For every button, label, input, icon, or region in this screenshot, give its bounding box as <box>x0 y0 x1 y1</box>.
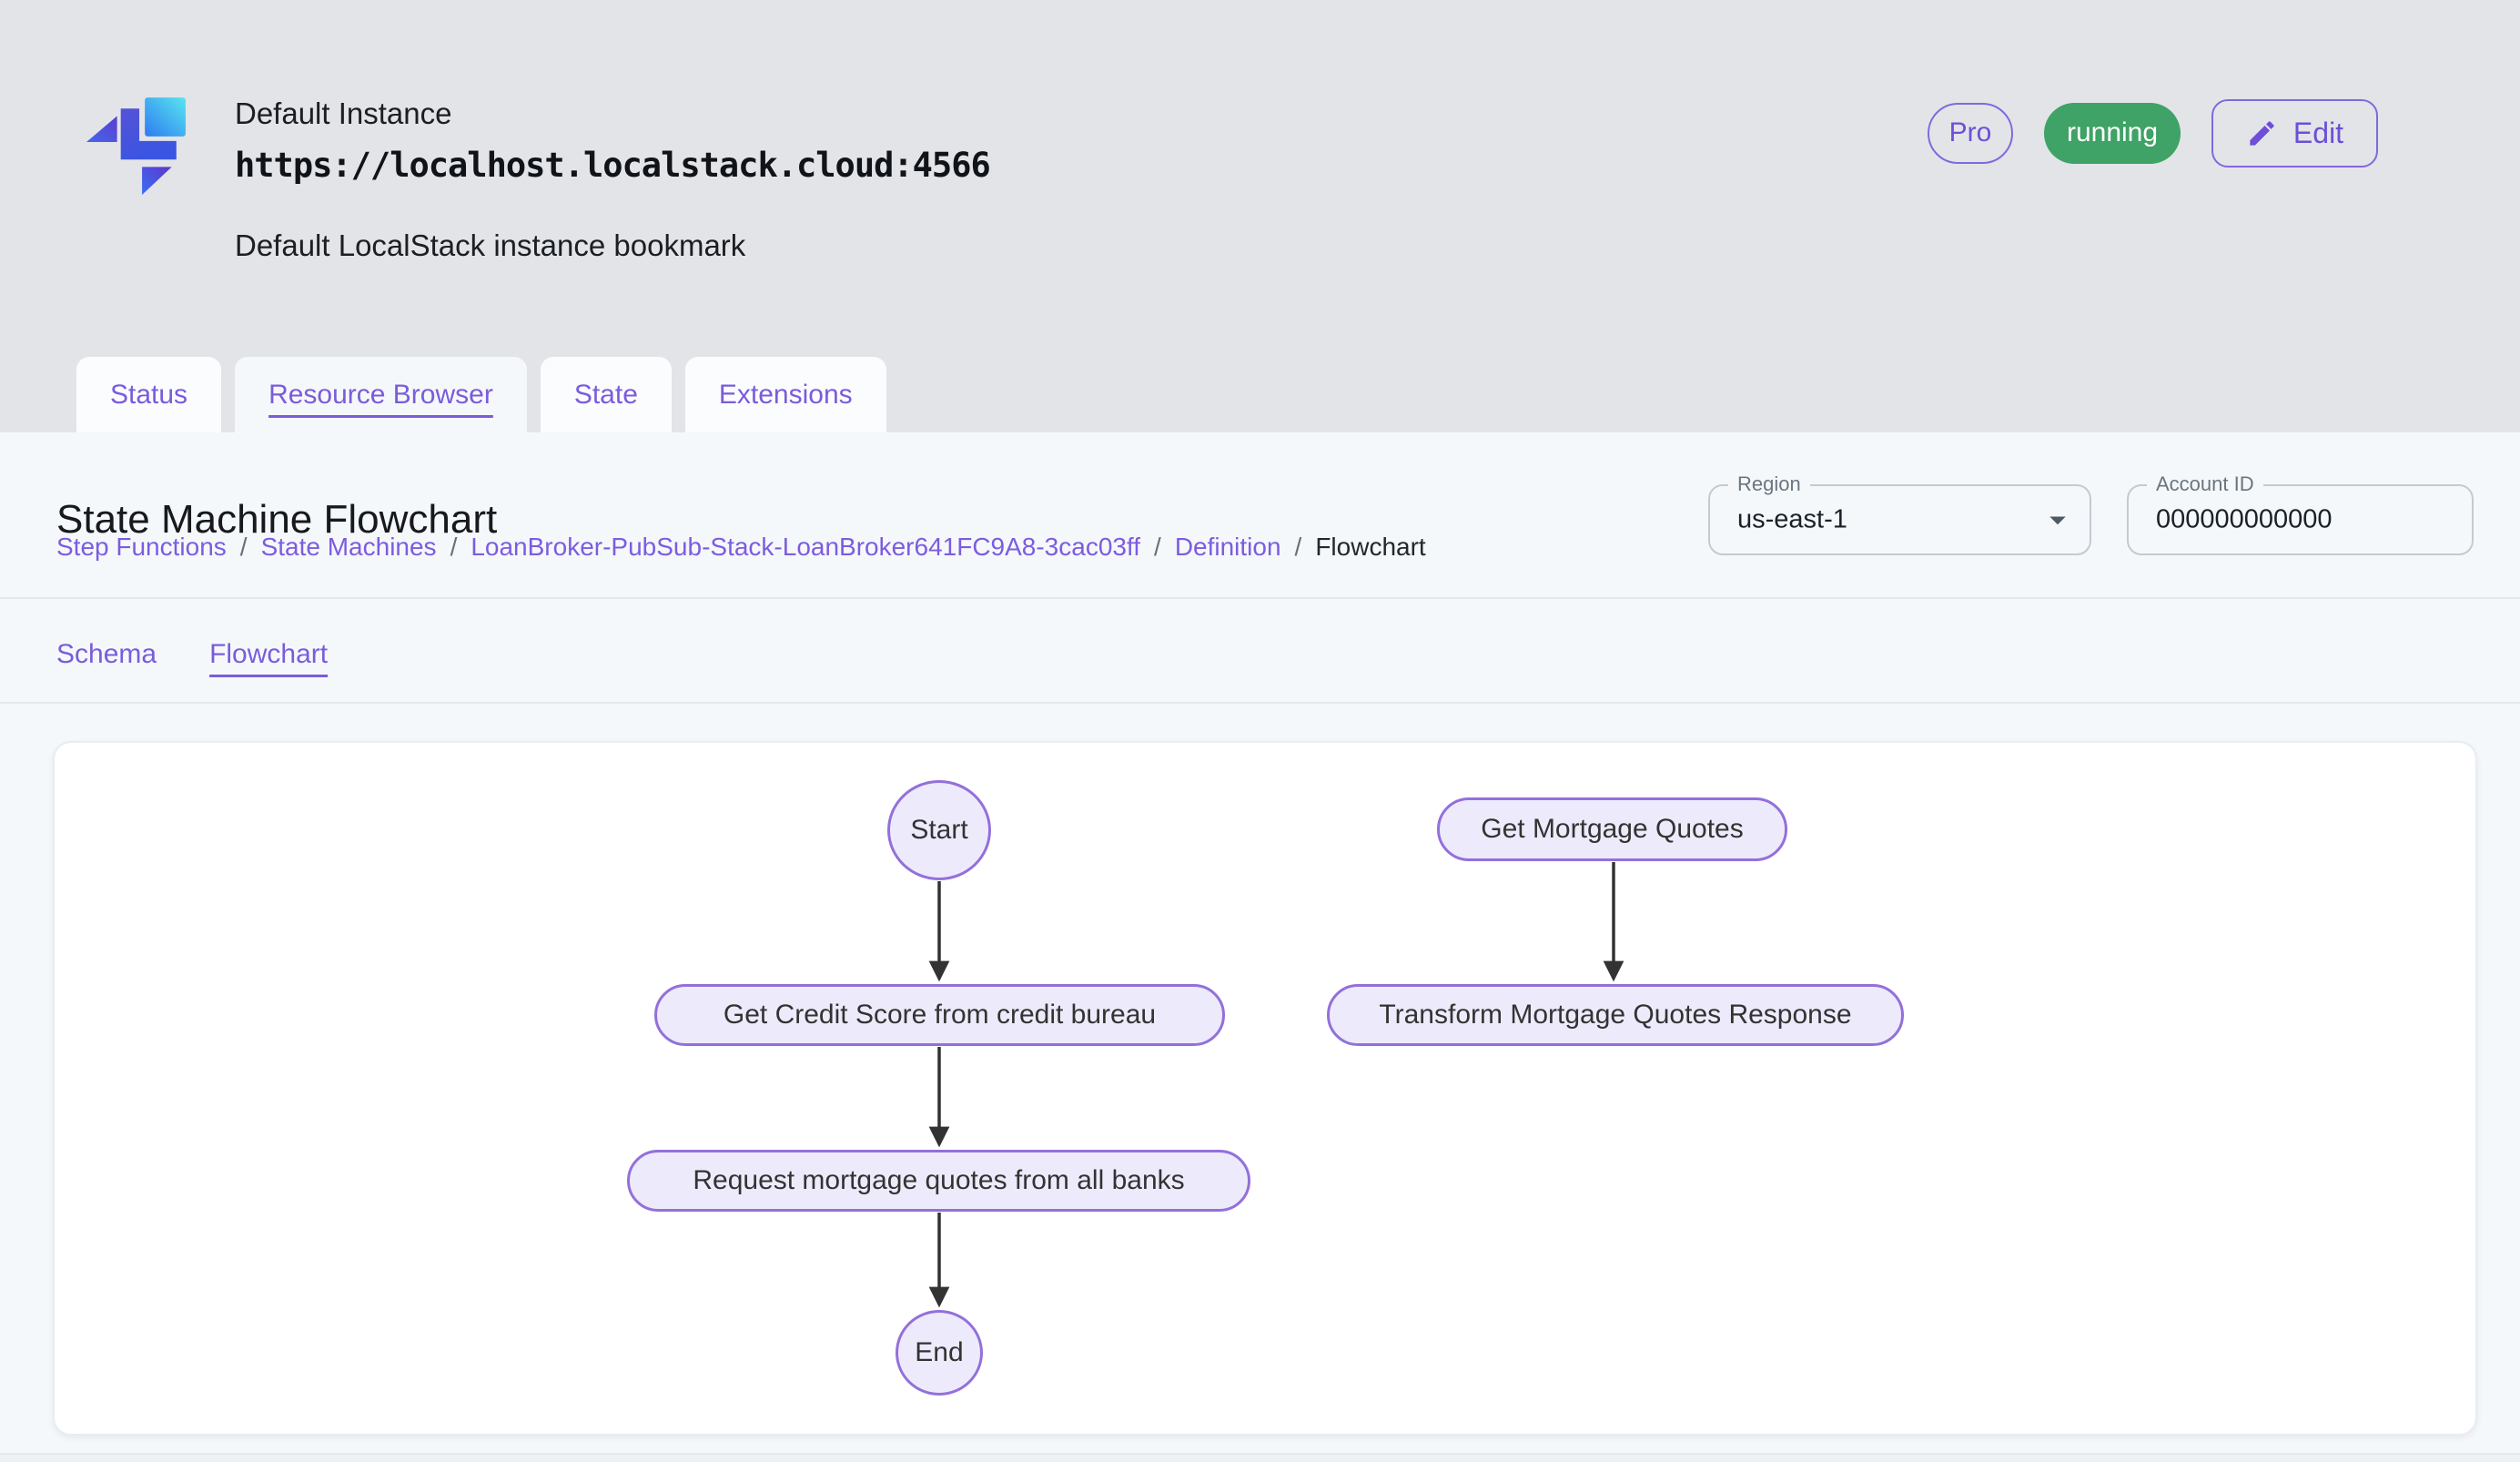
instance-name: Default Instance <box>235 96 452 130</box>
account-id-input[interactable]: Account ID 000000000000 <box>2127 472 2474 555</box>
page-title: State Machine Flowchart <box>56 497 498 543</box>
tab-extensions-label: Extensions <box>718 379 853 410</box>
subtab-flowchart[interactable]: Flowchart <box>209 639 329 669</box>
breadcrumb-current: Flowchart <box>1315 533 1426 561</box>
region-select-label: Region <box>1728 472 1810 496</box>
tab-resource-browser-label: Resource Browser <box>268 379 493 410</box>
account-id-value: 000000000000 <box>2156 504 2333 534</box>
breadcrumb-state-machine-id[interactable]: LoanBroker-PubSub-Stack-LoanBroker641FC9… <box>471 533 1141 561</box>
section-divider <box>0 702 2520 704</box>
breadcrumb-step-functions[interactable]: Step Functions <box>56 533 227 561</box>
breadcrumb: Step Functions / State Machines / LoanBr… <box>56 533 1426 562</box>
region-select[interactable]: Region us-east-1 <box>1708 472 2091 555</box>
flowchart-node-get-mortgage-quotes: Get Mortgage Quotes <box>1437 797 1787 861</box>
flowchart-canvas: Start Get Credit Score from credit burea… <box>53 741 2477 1436</box>
definition-subtabs: Schema Flowchart <box>56 639 328 670</box>
tab-resource-browser[interactable]: Resource Browser <box>235 357 527 432</box>
tab-status-label: Status <box>110 379 188 410</box>
next-section-edge <box>0 1453 2520 1462</box>
flowchart-edges <box>928 862 1624 1308</box>
breadcrumb-separator: / <box>450 533 458 561</box>
breadcrumb-definition[interactable]: Definition <box>1174 533 1281 561</box>
tab-state[interactable]: State <box>540 357 672 432</box>
tab-state-label: State <box>573 379 638 410</box>
instance-description: Default LocalStack instance bookmark <box>235 228 746 262</box>
flowchart-node-end: End <box>896 1310 983 1396</box>
main-tabs: Status Resource Browser State Extensions <box>76 357 886 432</box>
section-divider <box>0 597 2520 599</box>
flowchart-node-transform-response: Transform Mortgage Quotes Response <box>1327 984 1904 1046</box>
account-id-label: Account ID <box>2147 472 2263 496</box>
region-select-value: us-east-1 <box>1737 504 1847 534</box>
breadcrumb-separator: / <box>1294 533 1302 561</box>
breadcrumb-state-machines[interactable]: State Machines <box>260 533 437 561</box>
pro-badge: Pro <box>1928 102 2013 164</box>
tab-extensions[interactable]: Extensions <box>684 357 886 432</box>
instance-info: Default Instance https://localhost.local… <box>235 96 991 263</box>
header-actions: Pro running Edit <box>1928 98 2378 168</box>
flowchart-node-get-credit-score: Get Credit Score from credit bureau <box>654 984 1225 1046</box>
subtab-schema[interactable]: Schema <box>56 639 157 669</box>
flowchart-node-start: Start <box>887 780 991 880</box>
tab-status[interactable]: Status <box>76 357 222 432</box>
pencil-icon <box>2250 120 2274 146</box>
resource-browser-panel: State Machine Flowchart Step Functions /… <box>0 432 2520 1462</box>
breadcrumb-separator: / <box>239 533 248 561</box>
chevron-down-icon <box>2049 516 2066 525</box>
localstack-logo-icon <box>86 97 186 195</box>
flowchart-node-request-quotes: Request mortgage quotes from all banks <box>627 1150 1250 1212</box>
status-badge: running <box>2044 102 2181 164</box>
instance-url: https://localhost.localstack.cloud:4566 <box>235 146 991 185</box>
breadcrumb-separator: / <box>1154 533 1161 561</box>
edit-button-label: Edit <box>2292 116 2344 149</box>
edit-button[interactable]: Edit <box>2211 98 2378 168</box>
